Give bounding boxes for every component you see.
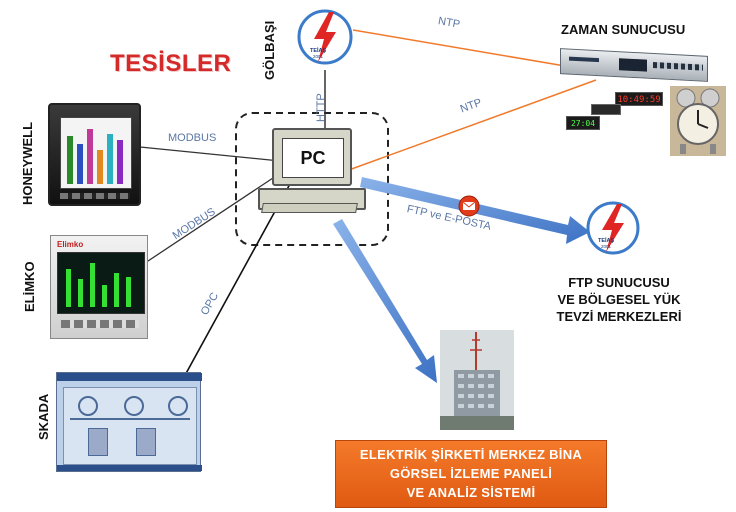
elimko-brand: Elimko: [57, 240, 84, 249]
honeywell-screen: [60, 117, 132, 189]
hq-line-3: VE ANALİZ SİSTEMİ: [406, 485, 536, 500]
hq-building-image: [440, 330, 514, 430]
pc-label: PC: [300, 147, 326, 168]
hq-system-box: ELEKTRİK ŞİRKETİ MERKEZ BİNA GÖRSEL İZLE…: [335, 440, 607, 508]
teias-year: 2001: [601, 244, 612, 249]
honeywell-recorder: [48, 103, 141, 206]
elimko-device: Elimko: [50, 235, 148, 339]
time-server-label: ZAMAN SUNUCUSU: [561, 22, 686, 37]
clock-display-mid: [591, 104, 621, 115]
hq-line-2: GÖRSEL İZLEME PANELİ: [389, 466, 553, 481]
teias-year: 2001: [313, 54, 324, 59]
teias-text: TEİAŞ: [310, 47, 327, 54]
ftp-server-line-2: VE BÖLGESEL YÜK: [557, 292, 681, 307]
pc-monitor: PC: [272, 128, 352, 186]
clock-display-small: 27:04: [566, 116, 600, 130]
modbus-line-1: [139, 146, 291, 163]
clock-readout-1: 10:49:59: [617, 95, 661, 105]
ntp-line-mid: [334, 79, 597, 176]
golbasi-label: GÖLBAŞI: [262, 20, 277, 80]
teias-logo-golbasi: TEİAŞ 2001: [297, 9, 353, 65]
pc-keyboard: [261, 203, 358, 213]
skada-screenshot: [56, 372, 202, 472]
skada-label: SKADA: [36, 393, 51, 440]
email-icon: [458, 195, 480, 217]
modbus-line-2: [144, 169, 286, 264]
ftp-server-line-1: FTP SUNUCUSU: [568, 275, 670, 290]
ftp-server-label: FTP SUNUCUSU VE BÖLGESEL YÜK TEVZİ MERKE…: [549, 274, 689, 325]
clock-readout-2: 27:04: [570, 119, 596, 128]
http-label: HTTP: [315, 93, 327, 122]
ftp-server-line-3: TEVZİ MERKEZLERİ: [556, 309, 682, 324]
pc-dashed-boundary: [235, 112, 389, 246]
modbus-label-1: MODBUS: [168, 132, 217, 144]
teias-logo-ftp: TEİAŞ 2001: [586, 201, 640, 255]
alarm-clock-image: [670, 86, 726, 156]
clock-display-large: 10:49:59: [615, 92, 663, 106]
teias-text: TEİAŞ: [598, 237, 615, 244]
elimko-screen: [57, 252, 145, 314]
elimko-label: ELİMKO: [22, 261, 37, 312]
honeywell-label: HONEYWELL: [20, 121, 35, 205]
hq-arrow: [333, 219, 437, 383]
pc-screen: PC: [282, 138, 344, 178]
hq-line-1: ELEKTRİK ŞİRKETİ MERKEZ BİNA: [359, 447, 583, 462]
ntp-line-top: [352, 29, 566, 67]
page-title: TESİSLER: [110, 50, 232, 77]
